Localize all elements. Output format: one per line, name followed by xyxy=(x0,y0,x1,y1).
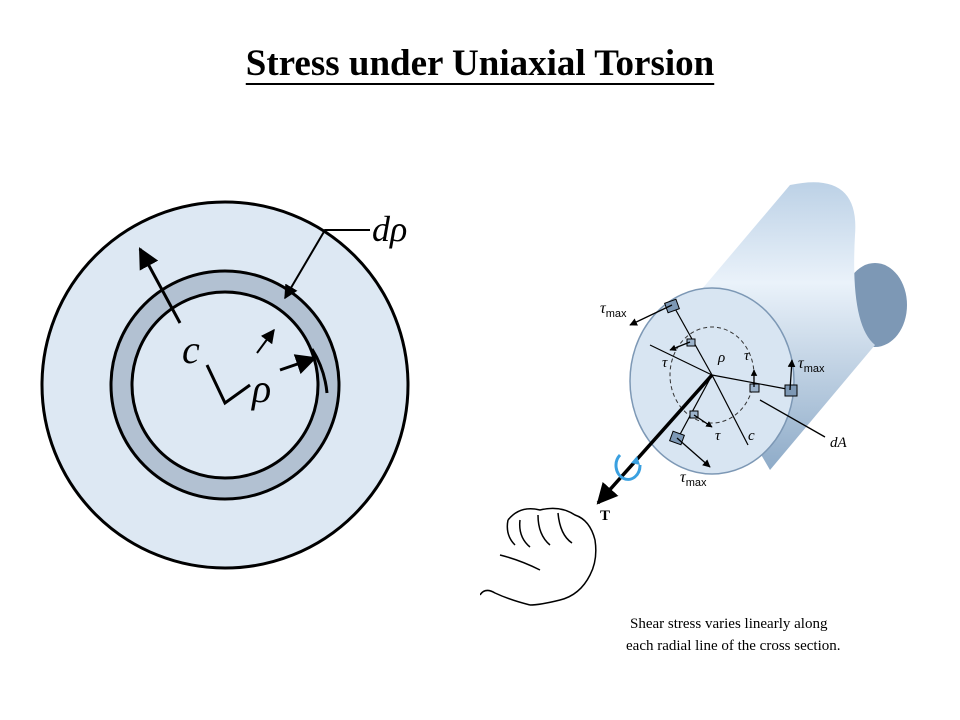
taumax-arrow-top xyxy=(629,304,673,326)
ring-thickness-arc xyxy=(310,348,329,394)
label-tau-bottom: τ xyxy=(715,428,721,444)
label-c-shaft: c xyxy=(748,428,755,444)
radius-rho-arrow xyxy=(279,354,317,375)
label-taumax-right: τmax xyxy=(798,355,825,375)
label-rho: ρ xyxy=(250,366,271,411)
radius-c-arrow xyxy=(138,247,182,324)
shaft-front-face xyxy=(629,287,795,475)
label-rho-center: ρ xyxy=(717,350,725,366)
inner-core xyxy=(130,290,320,480)
rotation-arrow xyxy=(614,453,642,481)
shear-element-inner-bottom xyxy=(689,410,699,419)
label-drho: dρ xyxy=(372,209,407,249)
label-tau-top: τ xyxy=(662,355,668,371)
drho-leader xyxy=(284,229,370,300)
cross-section-diagram: c ρ dρ xyxy=(40,200,410,570)
dA-leader xyxy=(759,399,826,438)
taumax-arrow-right xyxy=(787,359,796,391)
shaft-torsion-diagram: τmax τ ρ τ τmax τ c dA τmax T Shear stre… xyxy=(480,182,907,654)
torque-axis-arrow xyxy=(596,373,714,505)
label-taumax-bottom: τmax xyxy=(680,469,707,489)
caption-line-1: Shear stress varies linearly along xyxy=(630,616,828,632)
label-tau-right: τ xyxy=(744,348,750,364)
ring-inner-arrow xyxy=(256,328,275,354)
tau-arrow-top xyxy=(669,341,691,351)
taumax-arrow-bottom xyxy=(676,437,711,468)
shear-element-right xyxy=(784,384,798,397)
label-T: T xyxy=(600,508,610,524)
label-c: c xyxy=(182,327,200,372)
label-taumax-top: τmax xyxy=(600,300,627,320)
caption-line-2: each radial line of the cross section. xyxy=(626,638,841,654)
tau-arrow-bottom xyxy=(693,414,713,428)
label-dA: dA xyxy=(830,435,848,451)
right-hand-rule-hand xyxy=(480,507,597,606)
rotation-arrowhead xyxy=(631,456,640,465)
page-title: Stress under Uniaxial Torsion xyxy=(245,43,715,84)
radius-rho-line xyxy=(205,364,251,406)
